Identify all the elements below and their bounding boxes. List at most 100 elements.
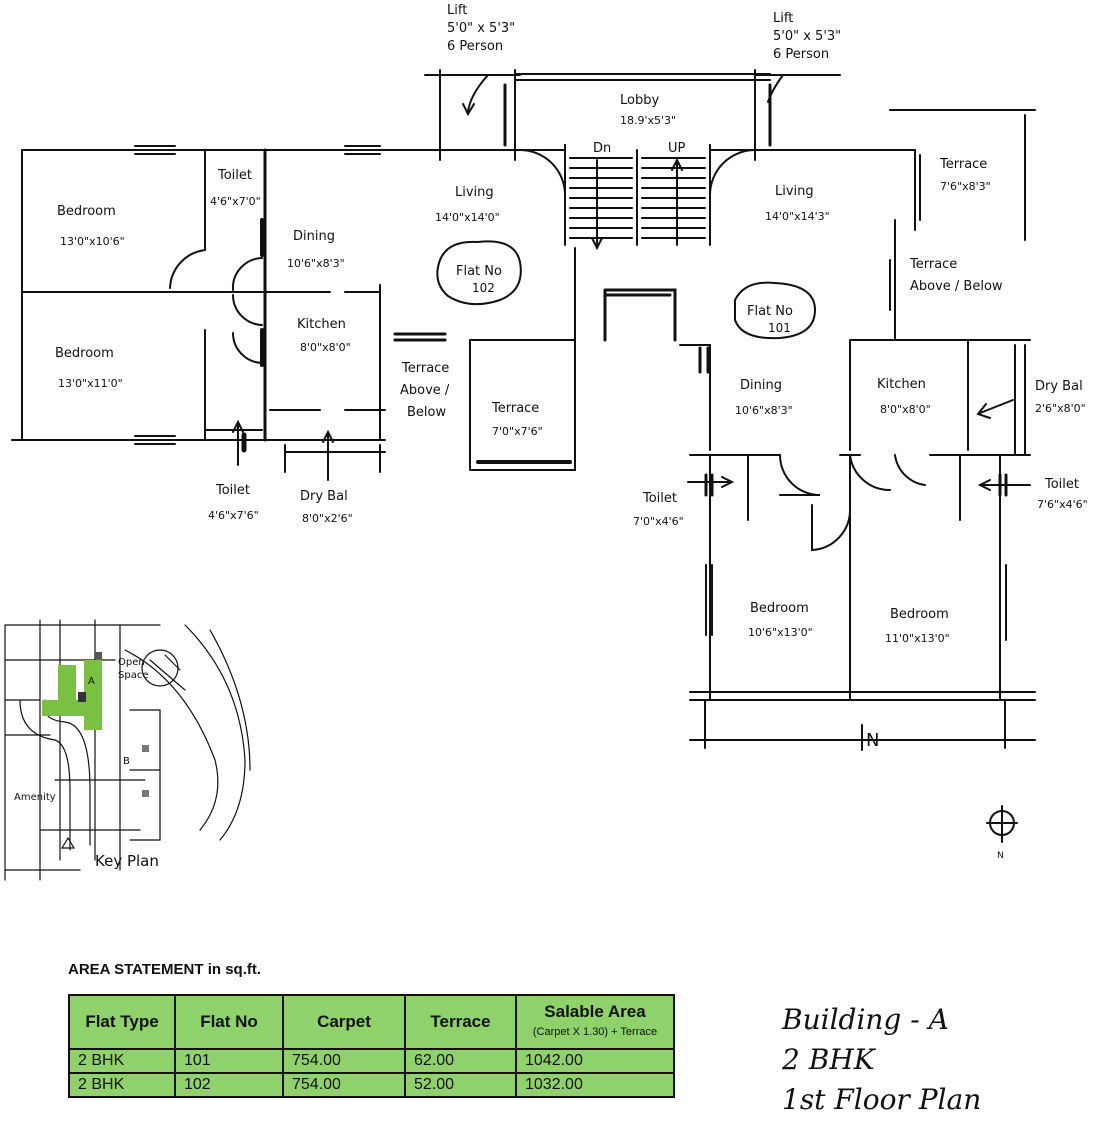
door — [519, 144, 566, 196]
wall — [469, 247, 576, 341]
window — [705, 564, 713, 636]
cell: 102 — [174, 1073, 284, 1098]
wall — [698, 346, 710, 374]
col-carpet: Carpet — [282, 994, 406, 1050]
window — [344, 145, 381, 155]
pointer-arrow — [462, 74, 489, 117]
table-row: 2 BHK 101 754.00 62.00 1042.00 — [68, 1049, 675, 1074]
stair-up-label: UP — [668, 141, 686, 156]
salable-area-note: (Carpet X 1.30) + Terrace — [532, 1026, 658, 1038]
key-marker — [142, 745, 149, 752]
bhk-title: 2 BHK — [782, 1043, 875, 1076]
stair-arrow — [671, 157, 683, 246]
cell: 2 BHK — [68, 1049, 176, 1074]
window — [134, 145, 176, 155]
cell: 1042.00 — [515, 1049, 675, 1074]
pointer-arrow — [767, 74, 784, 103]
table-row: 2 BHK 102 754.00 52.00 1032.00 — [68, 1073, 675, 1098]
col-flat-no: Flat No — [174, 994, 284, 1050]
cell: 101 — [174, 1049, 284, 1074]
plan-title-block: Building - A 2 BHK 1st Floor Plan — [782, 1000, 981, 1120]
col-salable-area: Salable Area (Carpet X 1.30) + Terrace — [515, 994, 675, 1050]
key-marker — [78, 692, 86, 702]
key-a-label: A — [88, 676, 95, 687]
flat-101-bubble — [734, 281, 817, 340]
wall — [1014, 344, 1026, 456]
key-building-a — [84, 660, 102, 730]
key-plan — [4, 619, 251, 881]
key-building-a — [42, 700, 102, 716]
pointer-arrow — [976, 399, 1014, 419]
door — [232, 294, 263, 326]
flat-102-bubble — [436, 240, 522, 306]
table-header-row: Flat Type Flat No Carpet Terrace Salable… — [68, 994, 675, 1050]
col-terrace: Terrace — [404, 994, 517, 1050]
cell: 1032.00 — [515, 1073, 675, 1098]
key-building-a — [58, 665, 76, 705]
wall — [603, 288, 677, 342]
compass-icon — [986, 805, 1018, 843]
pointer-arrow — [232, 419, 244, 466]
key-plan-label: Key Plan — [95, 852, 159, 870]
key-b-label: B — [123, 756, 130, 767]
area-statement-title: AREA STATEMENT in sq.ft. — [68, 961, 262, 978]
wall — [709, 454, 1001, 701]
col-flat-type: Flat Type — [68, 994, 176, 1050]
cell: 2 BHK — [68, 1073, 176, 1098]
window — [134, 435, 176, 445]
compass-label: N — [997, 851, 1004, 861]
pointer-arrow — [977, 479, 1031, 491]
floor-title: 1st Floor Plan — [782, 1083, 982, 1116]
pointer-arrow — [322, 429, 334, 481]
window — [393, 332, 447, 342]
wall — [469, 339, 576, 471]
stair-arrow — [591, 159, 603, 251]
key-marker — [95, 652, 102, 659]
wall — [889, 219, 896, 341]
wall — [704, 699, 1006, 749]
cell: 754.00 — [282, 1049, 406, 1074]
stair-down-label: Dn — [593, 141, 611, 156]
wall — [747, 454, 961, 521]
wall — [514, 73, 771, 81]
door — [231, 257, 263, 291]
door — [709, 144, 756, 196]
key-amenity-label: Amenity — [14, 792, 56, 803]
building-title: Building - A — [782, 1003, 949, 1036]
door — [169, 249, 206, 289]
pointer-arrow — [687, 476, 735, 488]
window — [999, 564, 1007, 641]
wall — [914, 149, 921, 231]
wall — [679, 344, 711, 451]
salable-area-heading: Salable Area — [544, 1002, 646, 1021]
door — [779, 454, 926, 496]
north-label: N — [866, 730, 879, 751]
door — [232, 332, 263, 364]
key-marker — [142, 790, 149, 797]
wall — [564, 144, 711, 246]
